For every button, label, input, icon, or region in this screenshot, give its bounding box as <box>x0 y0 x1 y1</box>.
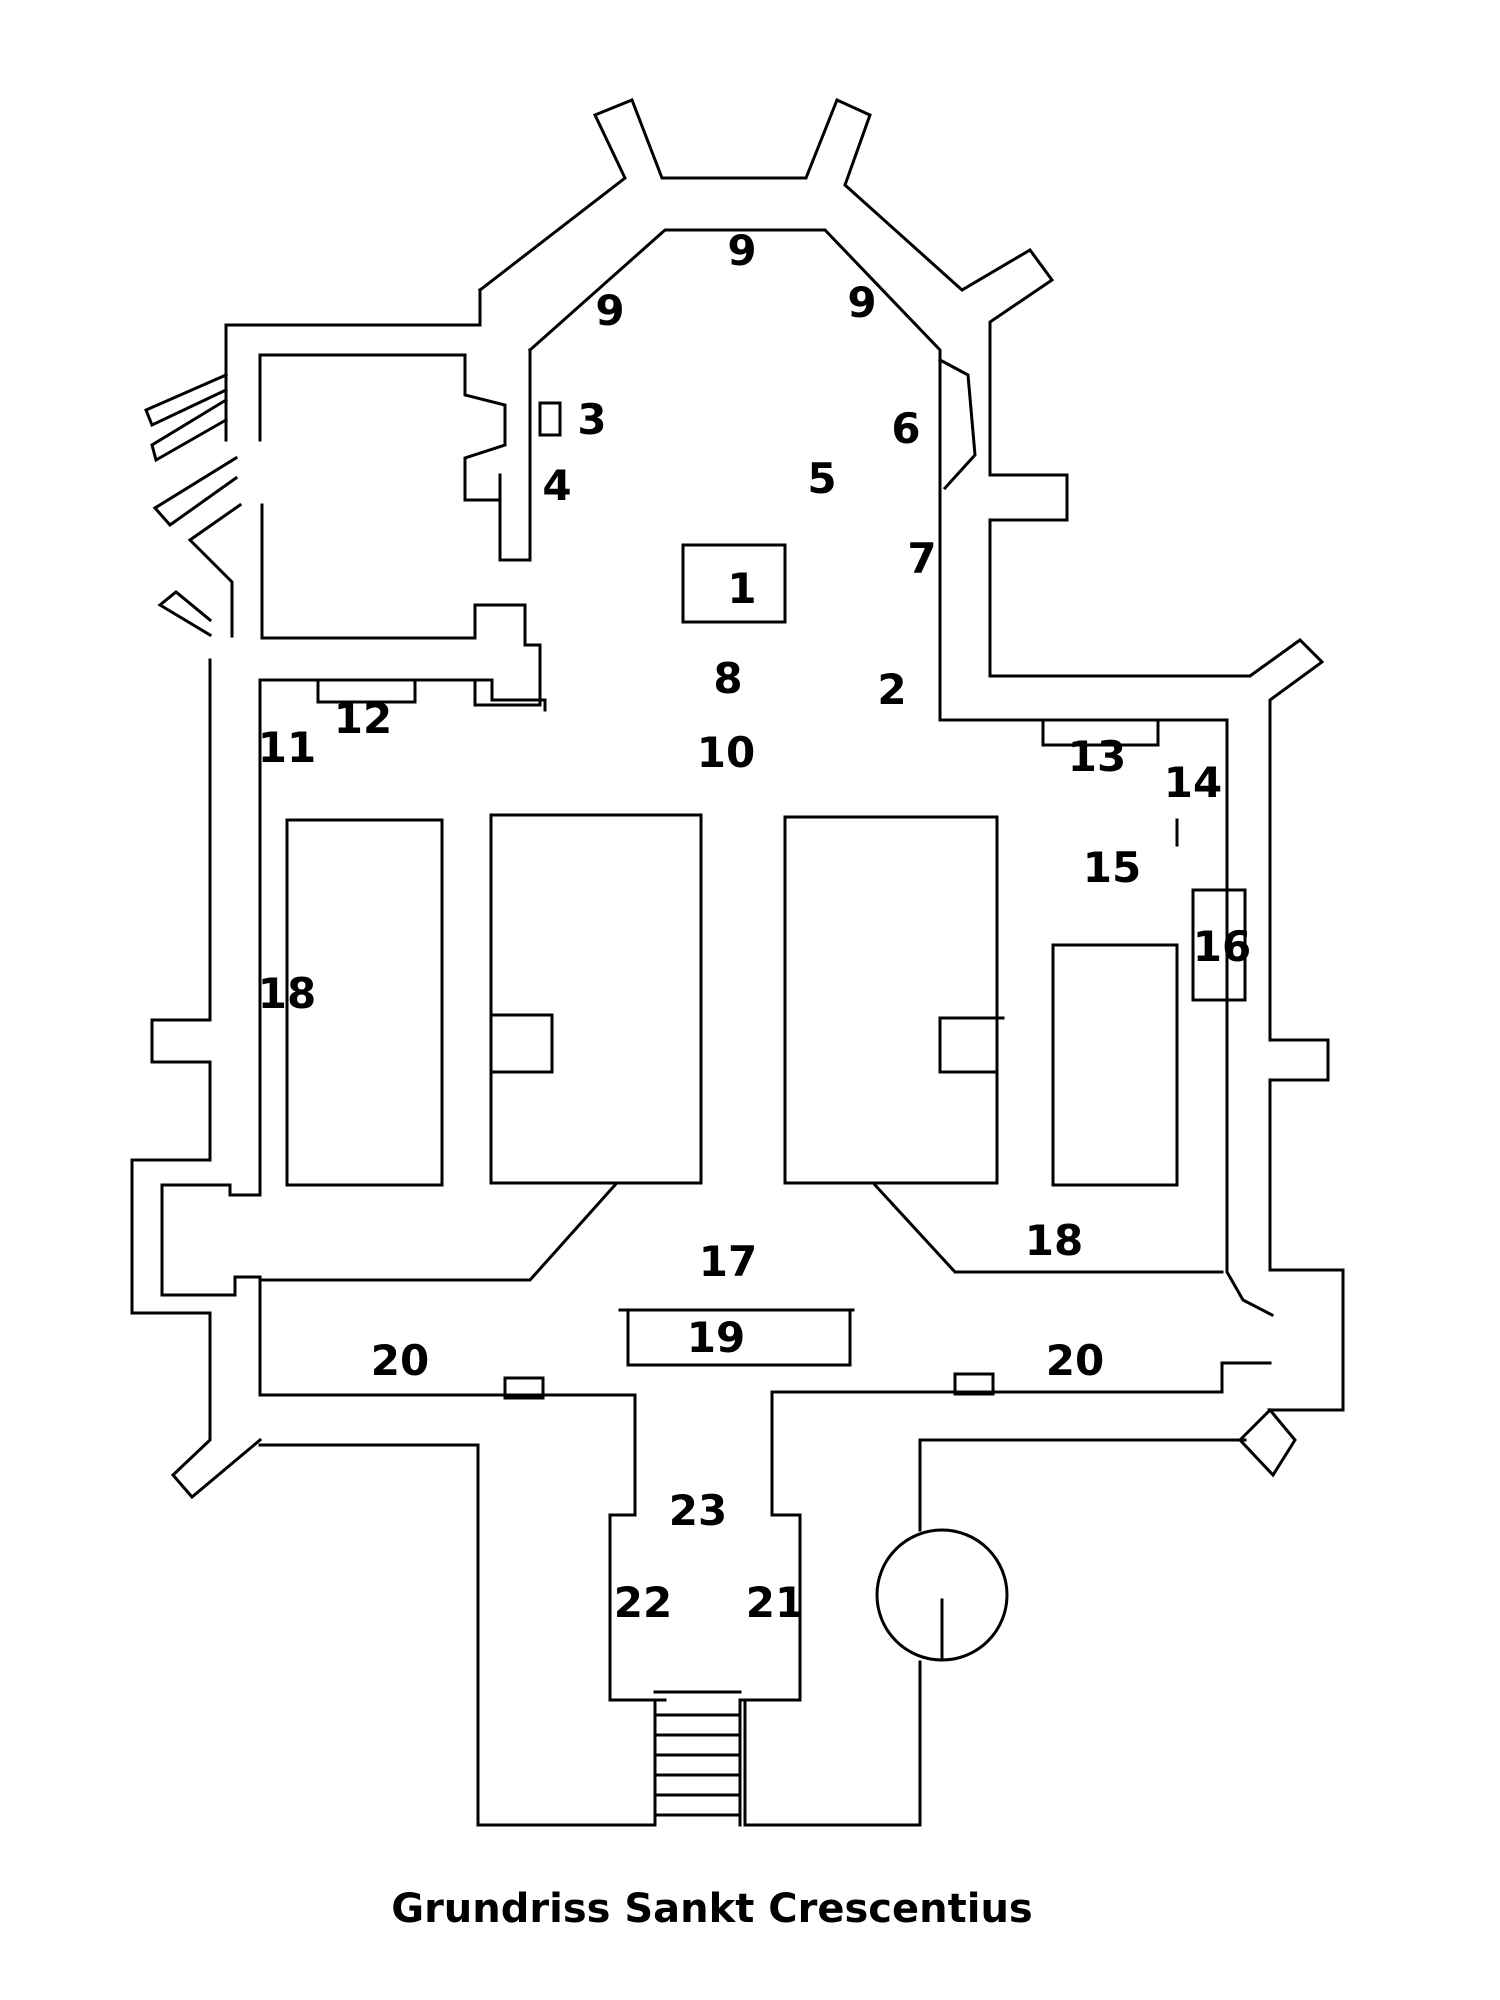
label-16: 16 <box>1193 922 1251 971</box>
label-9-right: 9 <box>847 278 876 327</box>
label-22: 22 <box>614 1578 672 1627</box>
apse-inner-wall <box>527 228 942 722</box>
east-inner-wall <box>938 718 1275 1318</box>
label-21: 21 <box>746 1578 804 1627</box>
left-stair-b <box>150 397 229 463</box>
left-stair-a <box>144 373 228 428</box>
entrance-steps <box>653 1690 742 1827</box>
label-19: 19 <box>687 1313 745 1362</box>
label-23: 23 <box>669 1486 727 1535</box>
left-stair-c <box>152 455 239 528</box>
tower-right <box>918 1438 1247 1532</box>
label-10: 10 <box>697 728 755 777</box>
pier-left-apse <box>498 473 532 562</box>
label-20-right: 20 <box>1046 1336 1104 1385</box>
object-3 <box>538 401 562 437</box>
sacristy-step <box>473 603 542 707</box>
object-16 <box>1191 888 1247 1002</box>
left-buttress-lower <box>157 590 213 638</box>
pier-block-center-right <box>783 815 999 1185</box>
object-13 <box>1041 718 1160 747</box>
label-15: 15 <box>1083 843 1141 892</box>
sacristy-outer <box>224 323 482 442</box>
pier-block-right <box>1051 943 1179 1187</box>
label-1: 1 <box>727 564 756 613</box>
label-6: 6 <box>891 404 920 453</box>
pier-block-center-left <box>489 813 703 1185</box>
label-18-right: 18 <box>1025 1216 1083 1265</box>
label-11: 11 <box>258 723 316 772</box>
label-18-left: 18 <box>258 969 316 1018</box>
crossing-left-diagonal <box>260 1182 618 1282</box>
label-3: 3 <box>577 395 606 444</box>
plan-walls <box>130 97 1345 1827</box>
label-8: 8 <box>713 654 742 703</box>
label-13: 13 <box>1068 732 1126 781</box>
tower-connector <box>258 1443 657 1827</box>
label-20-left: 20 <box>371 1336 429 1385</box>
plan-labels: 1 2 3 4 5 6 7 8 9 9 9 10 11 12 13 14 15 … <box>258 226 1251 1627</box>
label-4: 4 <box>542 461 571 510</box>
west-outer-wall-upper <box>130 658 263 1500</box>
pier-notch-right <box>938 1016 1005 1074</box>
label-12: 12 <box>334 694 392 743</box>
object-12 <box>316 678 417 704</box>
label-14: 14 <box>1164 758 1222 807</box>
label-17: 17 <box>699 1237 757 1286</box>
label-9-top: 9 <box>727 226 756 275</box>
left-buttress-mid <box>187 502 243 638</box>
label-7: 7 <box>907 534 936 583</box>
porch-right <box>743 1660 922 1827</box>
label-2: 2 <box>877 665 906 714</box>
plan-caption: Grundriss Sankt Crescentius <box>391 1886 1033 1932</box>
pier-block-left <box>285 818 444 1187</box>
sacristy-lower-wall <box>260 503 477 640</box>
south-wall-right <box>738 1361 1272 1702</box>
east-annex <box>988 473 1345 1478</box>
west-porch <box>160 1183 507 1397</box>
sacristy-inner <box>258 353 507 562</box>
object-20a <box>503 1376 545 1400</box>
object-6 <box>937 357 977 491</box>
object-20b <box>953 1372 995 1396</box>
crossing-right-diagonal <box>872 1182 1224 1274</box>
pier-notch-left <box>489 1013 554 1074</box>
label-5: 5 <box>807 454 836 503</box>
label-9-left: 9 <box>595 286 624 335</box>
apse-outer-wall <box>477 97 1055 477</box>
south-wall-left <box>258 1393 667 1702</box>
altar-1 <box>681 543 787 624</box>
